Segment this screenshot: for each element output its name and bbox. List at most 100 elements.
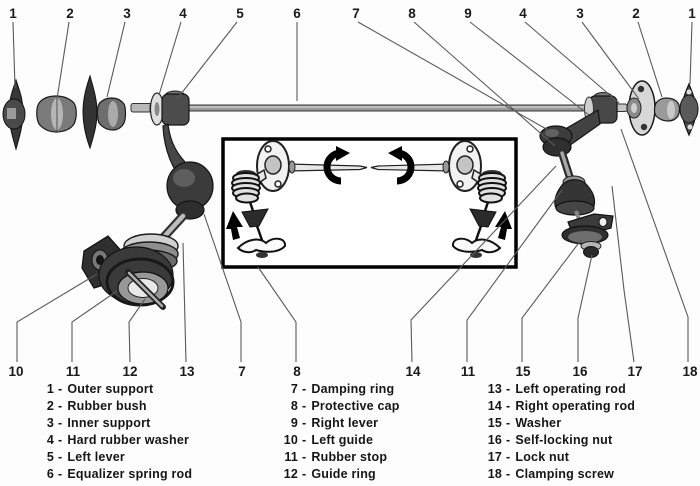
callout-number: 11 — [461, 364, 476, 379]
legend-item-separator: - — [58, 382, 63, 396]
callout-number: 1 — [688, 6, 696, 21]
leader-line — [577, 254, 593, 362]
legend-item-separator: - — [58, 433, 63, 447]
legend-item: 17-Lock nut — [472, 449, 635, 466]
callout-number: 6 — [293, 6, 301, 21]
legend-item-number: 14 — [487, 399, 502, 413]
callout-number: 1 — [9, 6, 17, 21]
callout-number: 8 — [293, 364, 301, 379]
part-outer-support-left — [2, 78, 26, 151]
leader-line — [71, 290, 118, 362]
legend-item-number: 2 — [46, 399, 54, 413]
legend-item-separator: - — [506, 433, 511, 447]
legend-item-number: 1 — [46, 382, 54, 396]
part-bracket-washer-nut-right — [561, 213, 614, 258]
legend-item-label: Guide ring — [311, 467, 376, 481]
part-inner-support-left — [82, 74, 127, 150]
legend-item: 3-Inner support — [34, 415, 192, 432]
leader-line — [182, 242, 187, 363]
callout-number: 17 — [627, 364, 642, 379]
callout-number: 14 — [405, 364, 421, 379]
inset-left-detail — [226, 140, 368, 258]
callout-number: 5 — [236, 6, 244, 21]
leader-line — [581, 21, 640, 100]
legend-item: 10-Left guide — [272, 432, 400, 449]
callout-number: 11 — [66, 364, 81, 379]
part-rubber-bush-left — [36, 95, 77, 133]
legend-item-number: 17 — [487, 450, 502, 464]
legend-item-number: 13 — [487, 382, 502, 396]
legend-item-number: 4 — [46, 433, 54, 447]
leader-line — [637, 21, 663, 98]
leader-line — [620, 128, 689, 362]
legend-item-label: Left operating rod — [515, 382, 626, 396]
legend-item-label: Rubber stop — [311, 450, 388, 464]
part-equalizer-spring-rod — [130, 103, 629, 113]
leader-line — [469, 21, 590, 116]
callout-number: 4 — [519, 6, 527, 21]
leader-line — [158, 21, 182, 96]
legend-item: 13-Left operating rod — [472, 381, 635, 398]
legend-item-separator: - — [58, 416, 63, 430]
legend-item-separator: - — [302, 450, 307, 464]
legend-item-separator: - — [506, 467, 511, 481]
legend-item-number: 3 — [46, 416, 54, 430]
legend-item-separator: - — [302, 433, 307, 447]
part-outer-support-right — [679, 82, 699, 137]
part-damping-ring-left — [166, 161, 214, 220]
callout-number: 7 — [352, 6, 360, 21]
leader-line — [689, 21, 693, 85]
legend-item-separator: - — [58, 450, 63, 464]
callout-number: 18 — [682, 364, 698, 379]
callout-number: 2 — [632, 6, 640, 21]
leader-line — [524, 21, 620, 104]
leader-line — [357, 21, 549, 131]
callout-number: 16 — [572, 364, 588, 379]
legend-item-label: Inner support — [67, 416, 151, 430]
leader-line — [257, 266, 297, 362]
inset-detail-box — [221, 137, 518, 269]
callout-number: 10 — [8, 364, 23, 379]
leader-line — [12, 21, 16, 89]
leader-line — [413, 21, 556, 147]
legend-item-number: 9 — [290, 416, 298, 430]
legend-item-label: Right lever — [311, 416, 379, 430]
legend-item: 16-Self-locking nut — [472, 432, 635, 449]
legend-item: 6-Equalizer spring rod — [34, 466, 192, 483]
legend-item: 5-Left lever — [34, 449, 192, 466]
callout-number: 8 — [408, 6, 416, 21]
callout-number: 15 — [515, 364, 531, 379]
callout-number: 7 — [238, 364, 246, 379]
legend-item: 7-Damping ring — [272, 381, 400, 398]
diagram-artwork — [2, 74, 699, 310]
part-damping-ring-right — [539, 125, 573, 157]
inset-right-detail — [370, 140, 512, 258]
legend-item-separator: - — [58, 467, 63, 481]
legend-item: 4-Hard rubber washer — [34, 432, 192, 449]
callout-number: 2 — [66, 6, 74, 21]
callout-number: 3 — [576, 6, 584, 21]
legend-item-label: Outer support — [67, 382, 154, 396]
legend-item: 12-Guide ring — [272, 466, 400, 483]
legend-item-label: Left lever — [67, 450, 125, 464]
legend-item-label: Hard rubber washer — [67, 433, 190, 447]
legend-item-label: Damping ring — [311, 382, 395, 396]
callout-number: 3 — [123, 6, 131, 21]
legend-item-label: Rubber bush — [67, 399, 147, 413]
leader-line — [611, 185, 635, 363]
leader-line — [128, 298, 146, 363]
leader-line — [16, 273, 98, 362]
legend-item-separator: - — [506, 450, 511, 464]
legend-item-number: 11 — [284, 450, 298, 464]
legend-item-label: Right operating rod — [515, 399, 636, 413]
legend-item-separator: - — [302, 399, 307, 413]
legend-item: 2-Rubber bush — [34, 398, 192, 415]
legend-item: 18-Clamping screw — [472, 466, 635, 483]
legend-item: 15-Washer — [472, 415, 635, 432]
legend-item-separator: - — [302, 416, 307, 430]
legend-item-number: 18 — [487, 467, 502, 481]
